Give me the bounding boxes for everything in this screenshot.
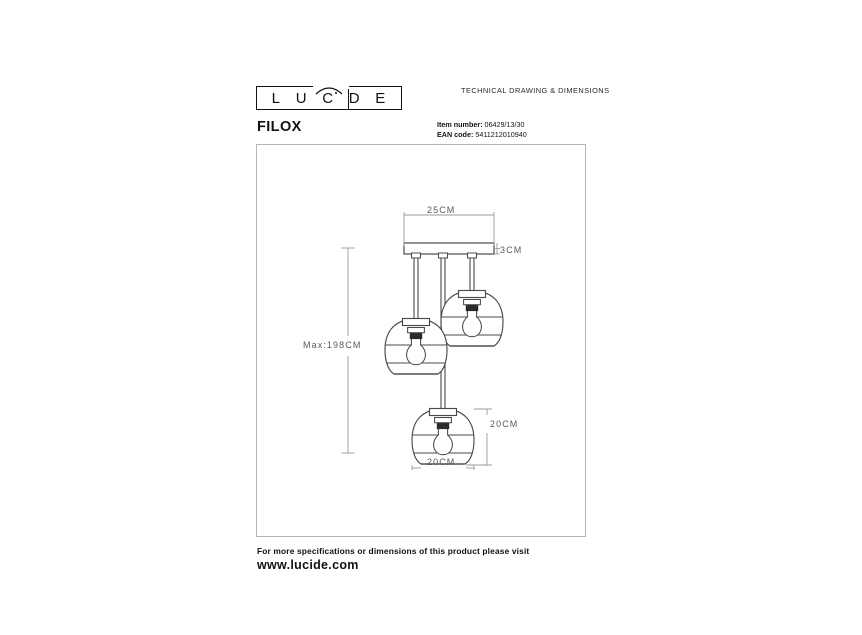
dimension-label-canopy-width: 25CM	[427, 205, 456, 215]
ean-code-label: EAN code:	[437, 129, 474, 139]
lucide-logo: L U C D E	[256, 85, 402, 110]
logo-divider	[348, 89, 350, 109]
footer-text: For more specifications or dimensions of…	[257, 546, 530, 556]
dimension-label-shade-width: 20CM	[427, 457, 456, 467]
logo-letters: L U C D E	[257, 87, 401, 109]
logo-letter-e: E	[375, 89, 387, 107]
logo-letter-l: L	[271, 89, 282, 107]
ean-code-value: 5411212010940	[475, 129, 527, 139]
dimension-label-max-drop: Max:198CM	[303, 340, 362, 350]
item-number-label: Item number:	[437, 120, 483, 129]
page-title: FILOX	[257, 119, 302, 135]
logo-dot-icon	[335, 92, 338, 95]
dimension-label-shade-height: 20CM	[490, 419, 519, 429]
ean-code-row: EAN code: 5411212010940	[437, 130, 527, 140]
logo-arc-icon	[315, 87, 343, 95]
product-meta: Item number: 06429/13/30 EAN code: 54112…	[437, 120, 527, 139]
logo-letter-c: C	[322, 89, 335, 107]
item-number-row: Item number: 06429/13/30	[437, 120, 527, 130]
header-caption: TECHNICAL DRAWING & DIMENSIONS	[461, 86, 610, 95]
logo-letter-u: U	[295, 89, 308, 107]
dimension-label-canopy-height: 3CM	[500, 245, 523, 255]
footer-website-link[interactable]: www.lucide.com	[257, 558, 359, 572]
logo-letter-d: D	[348, 89, 361, 107]
item-number-value: 06429/13/30	[484, 120, 525, 129]
